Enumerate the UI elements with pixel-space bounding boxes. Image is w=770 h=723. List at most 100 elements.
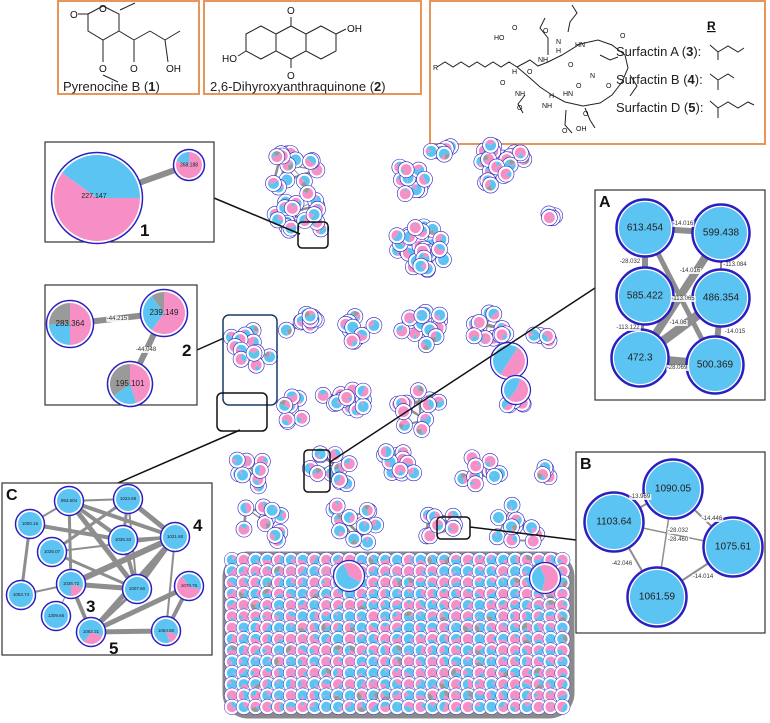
pie-slice <box>238 668 250 679</box>
singleton-node <box>377 585 394 602</box>
pie-slice <box>297 600 308 611</box>
network-node <box>235 520 253 538</box>
singleton-node <box>412 698 429 715</box>
pie-slice <box>451 611 462 622</box>
pie-slice <box>403 645 415 656</box>
pie-slice <box>116 487 140 511</box>
pie-slice <box>287 162 294 166</box>
pie-slice <box>479 633 482 640</box>
singleton-node <box>471 552 488 568</box>
pie-slice <box>451 554 461 560</box>
network-node <box>393 322 411 340</box>
pie-slice <box>349 514 355 523</box>
pie-slice <box>302 188 314 199</box>
pie-slice <box>523 611 533 622</box>
network-node <box>413 421 431 438</box>
pie-slice <box>262 622 270 632</box>
edge-label-group: -13.969 <box>629 494 652 500</box>
pie-slice <box>289 622 294 628</box>
singleton-node <box>530 642 547 659</box>
singleton-node <box>412 574 429 591</box>
pie-slice <box>253 325 259 332</box>
pie-slice <box>451 577 462 585</box>
pie-slice <box>324 622 331 628</box>
singleton-node <box>471 631 488 648</box>
pie-slice <box>285 222 296 229</box>
pie-slice <box>362 536 374 548</box>
pie-slice <box>151 292 186 335</box>
pie-slice <box>557 612 563 620</box>
pie-slice <box>286 330 289 336</box>
pie-slice <box>238 679 249 688</box>
node-mass-label: 613.454 <box>627 223 664 234</box>
singleton-node <box>330 642 347 659</box>
singleton-node <box>235 597 252 614</box>
pie-slice <box>238 611 250 622</box>
network-node <box>377 443 395 460</box>
surfactin-variant-a: Surfactin A (3): <box>616 44 745 60</box>
pie-slice <box>392 602 403 611</box>
pie-slice <box>415 566 426 577</box>
singleton-node <box>424 653 441 670</box>
pie-slice <box>279 566 285 577</box>
network-node <box>354 398 372 415</box>
singleton-node <box>247 552 264 568</box>
pie-slice <box>506 534 517 546</box>
singleton-node <box>554 597 571 614</box>
singleton-node <box>342 687 358 704</box>
pie-slice <box>486 588 496 596</box>
singleton-node <box>389 552 406 568</box>
singleton-node <box>283 665 299 681</box>
pie-slice <box>357 633 364 640</box>
node-mass-label: 500.369 <box>697 360 734 371</box>
pie-slice <box>397 650 403 654</box>
pie-slice <box>300 175 310 186</box>
pie-slice <box>297 554 308 564</box>
edge-label-background <box>692 574 715 580</box>
pie-slice <box>226 679 232 685</box>
pie-slice <box>441 154 446 160</box>
pie-slice <box>297 611 308 622</box>
singleton-node <box>412 597 429 614</box>
network-node <box>355 518 373 535</box>
singleton-node <box>377 676 394 693</box>
atom-label: OH <box>166 64 181 75</box>
node-mass-label: 1309.66 <box>48 613 65 618</box>
pie-slice <box>483 159 489 162</box>
pie-slice <box>344 667 356 679</box>
pie-slice <box>500 347 525 377</box>
network-node <box>332 559 366 593</box>
singleton-node <box>412 665 429 681</box>
pie-slice <box>296 315 304 323</box>
node-585.422 <box>615 266 675 326</box>
pie-slice <box>498 670 504 679</box>
singleton-node <box>224 585 240 602</box>
pie-slice <box>498 645 509 656</box>
singleton-node <box>342 608 358 625</box>
pie-slice <box>416 428 422 435</box>
pie-slice <box>334 474 345 486</box>
pie-slice <box>370 703 379 713</box>
pie-slice <box>226 622 238 633</box>
singleton-node <box>235 585 252 602</box>
pie-slice <box>541 333 549 342</box>
singleton-node <box>330 631 347 648</box>
pie-slice <box>392 566 403 577</box>
network-node <box>490 509 507 526</box>
pie-slice <box>499 650 504 655</box>
pie-slice <box>368 624 379 633</box>
pie-slice <box>264 351 276 363</box>
pie-slice <box>272 214 284 226</box>
singleton-node <box>483 574 500 591</box>
pie-slice <box>695 272 747 324</box>
pie-slice <box>411 222 416 228</box>
pie-slice <box>236 469 248 481</box>
pie-slice <box>285 612 297 622</box>
panel-title: A <box>599 194 611 211</box>
singleton-node <box>483 687 500 704</box>
edge-label-group: -28.069 <box>666 365 689 371</box>
pie-slice <box>522 645 533 656</box>
singleton-node <box>448 552 465 568</box>
atom-label: O <box>512 25 518 32</box>
pie-slice <box>351 410 357 416</box>
